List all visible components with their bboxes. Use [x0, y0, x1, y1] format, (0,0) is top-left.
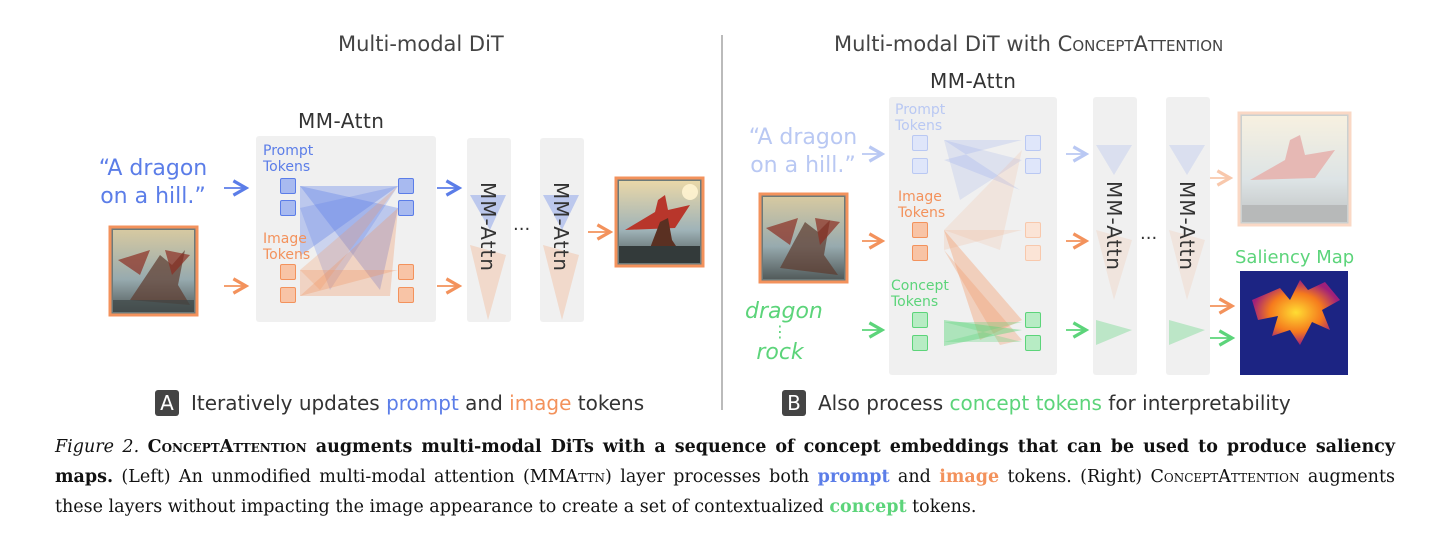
concept-line: rock	[756, 340, 804, 365]
badge-a: A	[155, 390, 179, 416]
title-text: Multi-modal DiT with	[834, 32, 1058, 56]
concept-tokens-label-right: Concept Tokens	[891, 278, 949, 310]
image-token	[912, 245, 928, 261]
left-panel-title: Multi-modal DiT	[338, 32, 504, 56]
figure: Multi-modal DiT MM-Attn “A dragon on a h…	[88, 32, 1355, 416]
prompt-token	[912, 158, 928, 174]
footer-text: for interpretability	[1101, 391, 1291, 415]
caption-prompt-word: prompt	[817, 467, 890, 487]
footer-concept: concept tokens	[949, 391, 1102, 415]
prompt-tokens-label-right: Prompt Tokens	[895, 102, 945, 134]
footer-text: tokens	[571, 391, 645, 415]
concept-line: dragon	[745, 299, 823, 324]
image-token	[280, 264, 296, 280]
footer-text: Also process	[818, 391, 950, 415]
right-panel-title: Multi-modal DiT with ConceptAttention	[834, 32, 1223, 56]
image-token	[1025, 222, 1041, 238]
mm-attn-layer-2-right	[1166, 97, 1210, 375]
mm-attn-layer-1-left	[467, 138, 511, 322]
prompt-token	[398, 200, 414, 216]
concept-line: ⋮	[772, 322, 788, 341]
prompt-line-2: on a hill.”	[750, 153, 856, 178]
right-footer: Also process concept tokens for interpre…	[818, 391, 1291, 415]
concept-token	[912, 335, 928, 351]
image-token	[398, 287, 414, 303]
mm-attn-layer-1-right	[1093, 97, 1137, 375]
mm-attn-label-right: MM-Attn	[930, 69, 1017, 93]
mm-attn-layer-2-left	[540, 138, 584, 322]
label-line: Tokens	[263, 247, 311, 263]
mm-attn-layer-label: MM-Attn	[549, 182, 573, 272]
prompt-line-1: “A dragon	[748, 125, 858, 150]
prompt-token	[1025, 158, 1041, 174]
concept-token	[1025, 312, 1041, 328]
label-line: Image	[263, 231, 307, 247]
dragon-image-output-faded	[1237, 111, 1352, 227]
badge-b: B	[782, 390, 806, 416]
prompt-token	[280, 178, 296, 194]
label-line: Prompt	[895, 102, 946, 118]
caption-figure-label: Figure 2.	[55, 437, 140, 457]
title-concept-attention: ConceptAttention	[1057, 32, 1224, 56]
concept-token	[1025, 335, 1041, 351]
concept-token	[912, 312, 928, 328]
image-token	[1025, 245, 1041, 261]
dragon-image-output	[614, 176, 705, 268]
prompt-token	[280, 200, 296, 216]
prompt-token	[912, 135, 928, 151]
saliency-map-label: Saliency Map	[1235, 247, 1355, 268]
image-token	[398, 264, 414, 280]
label-line: Tokens	[263, 159, 311, 175]
label-line: Prompt	[263, 143, 314, 159]
prompt-line-1: “A dragon	[98, 156, 208, 181]
ellipsis: ···	[513, 219, 531, 240]
prompt-text-left: “A dragon on a hill.”	[88, 155, 218, 211]
prompt-token	[1025, 135, 1041, 151]
concept-text: dragon ⋮ rock	[745, 298, 823, 366]
dragon-image-noisy-right	[758, 192, 849, 284]
caption-bold-rest: augments multi-modal DiTs with a sequenc…	[55, 437, 1395, 487]
caption-text: ) layer processes both	[605, 467, 818, 487]
caption-sc-name: ConceptAttention	[1150, 467, 1300, 487]
prompt-line-2: on a hill.”	[100, 184, 206, 209]
prompt-token	[398, 178, 414, 194]
saliency-map-image	[1240, 271, 1348, 375]
prompt-tokens-label-left: Prompt Tokens	[263, 143, 313, 175]
mm-attn-block-right	[889, 97, 1057, 375]
label-line: Tokens	[895, 118, 943, 134]
figure-caption: Figure 2. ConceptAttention augments mult…	[55, 432, 1395, 522]
caption-text: augments these layers without impacting …	[55, 467, 1395, 517]
caption-text: and	[889, 467, 940, 487]
image-tokens-label-left: Image Tokens	[263, 231, 310, 263]
mm-attn-layer-label: MM-Attn	[1102, 181, 1126, 271]
label-line: Tokens	[898, 205, 946, 221]
mm-attn-layer-label: MM-Attn	[476, 182, 500, 272]
diagram-canvas	[108, 35, 1352, 410]
caption-text: tokens. (Right)	[999, 467, 1151, 487]
dragon-image-noisy	[108, 225, 199, 317]
ellipsis: ···	[1140, 228, 1158, 249]
mm-attn-layer-label: MM-Attn	[1175, 181, 1199, 271]
left-footer: Iteratively updates prompt and image tok…	[191, 391, 644, 415]
caption-text-sc: Attn	[565, 467, 606, 487]
mm-attn-block-left	[256, 136, 436, 322]
image-token	[280, 287, 296, 303]
footer-text: Iteratively updates	[191, 391, 387, 415]
footer-text: and	[458, 391, 510, 415]
mm-attn-label-left: MM-Attn	[298, 109, 385, 133]
label-line: Concept	[891, 278, 949, 294]
label-line: Tokens	[891, 294, 939, 310]
image-token	[912, 222, 928, 238]
caption-image-word: image	[939, 467, 1000, 487]
footer-prompt: prompt	[386, 391, 459, 415]
footer-image: image	[509, 391, 572, 415]
prompt-text-right: “A dragon on a hill.”	[738, 124, 868, 180]
image-tokens-label-right: Image Tokens	[898, 189, 945, 221]
label-line: Image	[898, 189, 942, 205]
caption-text: tokens.	[906, 497, 977, 517]
caption-concept-word: concept	[829, 497, 907, 517]
caption-bold-name: ConceptAttention	[147, 437, 307, 457]
caption-text: (Left) An unmodified multi-modal attenti…	[113, 467, 566, 487]
